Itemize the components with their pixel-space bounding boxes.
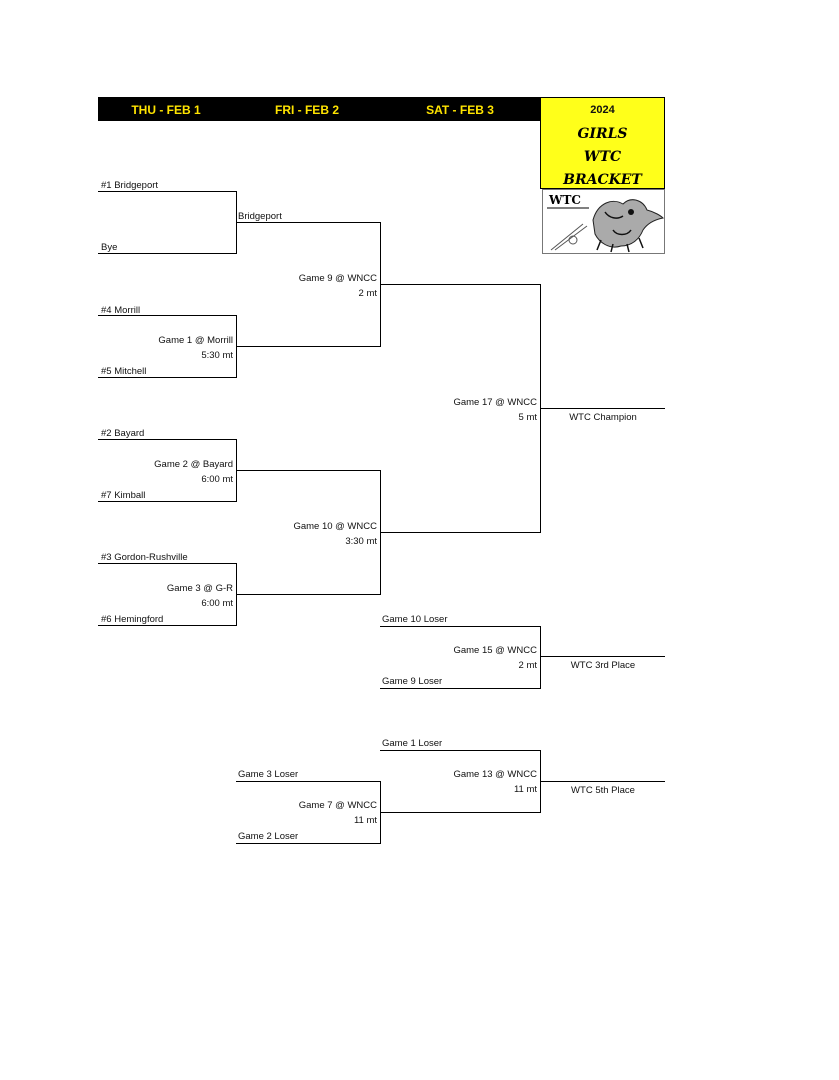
title-girls: GIRLS <box>577 126 628 142</box>
bracket-line-h <box>98 625 236 626</box>
game-3-time: 6:00 mt <box>201 598 233 609</box>
game-1-time: 5:30 mt <box>201 350 233 361</box>
team-1-bridgeport: #1 Bridgeport <box>101 180 159 191</box>
game-10-time: 3:30 mt <box>345 536 377 547</box>
day-header-sat: SAT - FEB 3 <box>426 103 494 117</box>
game-1-loser: Game 1 Loser <box>382 738 443 749</box>
bracket-line-h <box>236 470 380 471</box>
bracket-line-h <box>98 563 236 564</box>
bracket-line-v <box>380 781 381 844</box>
bracket-line-h <box>236 222 380 223</box>
logo-text: WTC <box>548 193 581 207</box>
day-header-fri: FRI - FEB 2 <box>274 103 339 117</box>
wtc-logo-art: WTC <box>547 193 664 253</box>
bracket-line-h <box>98 315 236 316</box>
bracket-line-h <box>236 346 380 347</box>
bracket-line-h <box>380 812 540 813</box>
title-year: 2024 <box>590 104 615 116</box>
wtc-logo: WTC <box>542 189 665 254</box>
bracket-line-v <box>540 626 541 689</box>
bracket-line-h <box>380 688 540 689</box>
bracket-line-h <box>540 408 665 409</box>
bracket-line-h <box>236 843 380 844</box>
game-17-time: 5 mt <box>518 412 537 423</box>
team-3-gordon-rushville: #3 Gordon-Rushville <box>101 552 188 563</box>
bracket-line-v <box>236 315 237 378</box>
team-4-morrill: #4 Morrill <box>101 305 141 316</box>
team-5-mitchell: #5 Mitchell <box>101 366 147 377</box>
header-bar <box>98 97 540 121</box>
team-6-hemingford: #6 Hemingford <box>101 614 164 625</box>
wtc-5th-place: WTC 5th Place <box>571 785 635 796</box>
advance-bridgeport: Bridgeport <box>238 211 282 222</box>
bracket-line-v <box>540 284 541 533</box>
game-10-loser: Game 10 Loser <box>382 614 448 625</box>
bracket-title-box: 2024 GIRLS WTC BRACKET <box>540 97 665 189</box>
bracket-line-h <box>236 594 380 595</box>
bracket-line-v <box>380 222 381 347</box>
game-13-label: Game 13 @ WNCC <box>453 769 537 780</box>
wtc-champion: WTC Champion <box>569 412 637 423</box>
game-13-time: 11 mt <box>513 784 537 795</box>
game-3-loser: Game 3 Loser <box>238 769 299 780</box>
team-7-kimball: #7 Kimball <box>101 490 146 501</box>
game-9-time: 2 mt <box>358 288 377 299</box>
game-10-label: Game 10 @ WNCC <box>293 521 377 532</box>
game-17-label: Game 17 @ WNCC <box>453 397 537 408</box>
bracket-line-h <box>380 626 540 627</box>
game-9-loser: Game 9 Loser <box>382 676 443 687</box>
bracket-line-h <box>98 377 236 378</box>
bracket-line-v <box>236 439 237 502</box>
team-2-bayard: #2 Bayard <box>101 428 145 439</box>
bracket-line-h <box>98 501 236 502</box>
bracket-line-h <box>540 781 665 782</box>
game-7-time: 11 mt <box>353 815 377 826</box>
game-2-label: Game 2 @ Bayard <box>154 459 233 470</box>
game-7-label: Game 7 @ WNCC <box>298 800 377 811</box>
bracket-line-v <box>236 191 237 254</box>
team-bye: Bye <box>101 242 118 253</box>
game-3-label: Game 3 @ G-R <box>166 583 233 594</box>
bracket-line-v <box>236 563 237 626</box>
title-bracket: BRACKET <box>563 172 642 188</box>
bracket-line-v <box>540 750 541 813</box>
bracket-line-h <box>98 191 236 192</box>
game-2-loser: Game 2 Loser <box>238 831 299 842</box>
bracket-line-h <box>380 532 540 533</box>
bracket-line-h <box>380 750 540 751</box>
bracket-line-h <box>236 781 380 782</box>
bracket-line-h <box>98 439 236 440</box>
game-9-label: Game 9 @ WNCC <box>298 273 377 284</box>
bracket-line-h <box>98 253 236 254</box>
game-1-label: Game 1 @ Morrill <box>158 335 233 346</box>
title-wtc: WTC <box>583 149 622 165</box>
bracket-line-h <box>540 656 665 657</box>
wtc-3rd-place: WTC 3rd Place <box>570 660 636 671</box>
bracket-line-h <box>380 284 540 285</box>
game-15-label: Game 15 @ WNCC <box>453 645 537 656</box>
bracket-line-v <box>380 470 381 595</box>
game-15-time: 2 mt <box>518 660 537 671</box>
game-2-time: 6:00 mt <box>201 474 233 485</box>
day-header-thu: THU - FEB 1 <box>131 103 201 117</box>
